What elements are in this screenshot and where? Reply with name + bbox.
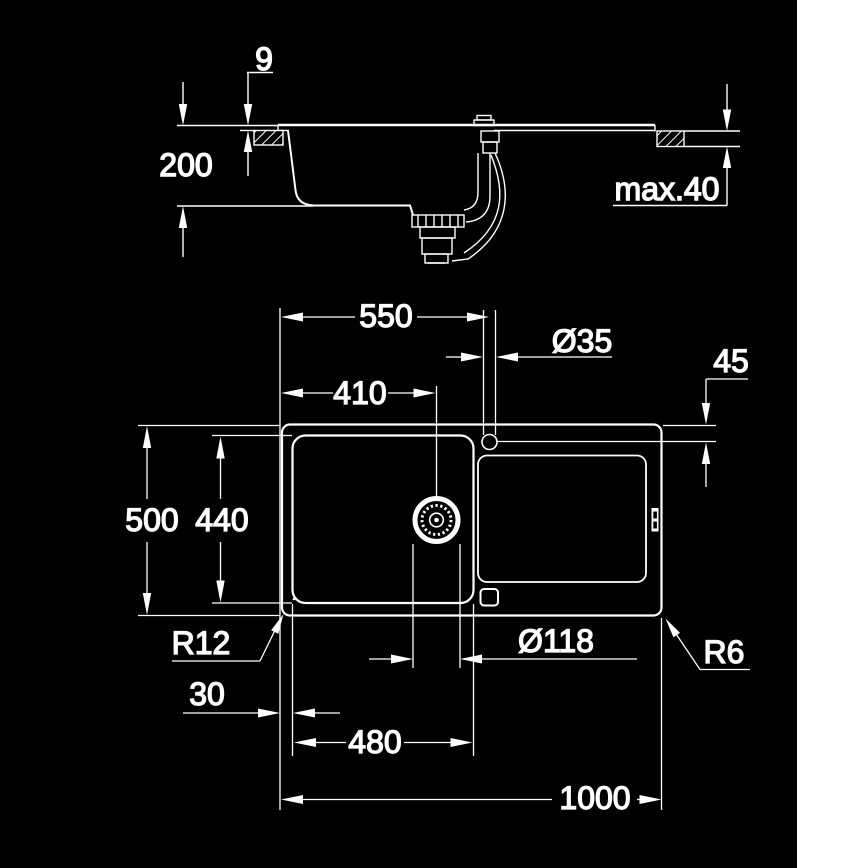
drain-inner-ring — [428, 512, 445, 528]
drain-flange — [412, 496, 461, 544]
arrow-down-icon — [243, 104, 253, 126]
arrow-up-icon — [243, 130, 253, 152]
arrow-leader-icon — [271, 614, 284, 634]
corner-reference-dot — [292, 597, 296, 601]
dim-label-o35: Ø35 — [552, 323, 612, 359]
dim-overall-length: 1000 — [281, 779, 662, 817]
dim-label-9: 9 — [255, 41, 273, 77]
dim-label-550: 550 — [359, 298, 412, 334]
counter-hatch-right — [656, 130, 685, 148]
dim-label-1000: 1000 — [559, 780, 630, 816]
arrow-left-icon — [460, 654, 482, 664]
dim-bowl-depth-plan: 440 — [195, 436, 249, 603]
arrow-up-icon — [701, 442, 711, 464]
dim-rim-height: 9 — [243, 40, 274, 176]
dim-drain-diameter: Ø118 — [369, 622, 637, 664]
arrow-down-icon — [701, 403, 711, 425]
dim-label-410: 410 — [333, 375, 386, 411]
dim-edge-gap: 30 — [183, 675, 340, 718]
side-view: 9 200 max.40 — [159, 40, 740, 264]
drain-trap — [411, 214, 465, 264]
bowl-outline — [291, 434, 475, 605]
dim-label-500: 500 — [125, 502, 178, 538]
drain-cable-inner — [463, 154, 501, 254]
callout-r6: R6 — [665, 618, 750, 671]
dim-label-440: 440 — [195, 502, 248, 538]
arrow-up-icon — [722, 146, 732, 168]
dim-bowl-length: 480 — [294, 723, 473, 761]
arrow-left-icon — [281, 388, 303, 398]
arrow-up-icon — [178, 206, 188, 228]
faucet-mount — [451, 114, 506, 262]
dim-label-o118: Ø118 — [518, 623, 594, 659]
dim-label-45: 45 — [713, 343, 749, 379]
dim-label-r6: R6 — [704, 634, 745, 670]
faucet-stub-base — [473, 119, 495, 127]
arrow-right-icon — [391, 654, 413, 664]
arrow-down-icon — [216, 580, 225, 603]
arrow-right-icon — [461, 352, 483, 362]
dim-label-480: 480 — [348, 724, 401, 760]
counter-hatch-left — [253, 129, 284, 146]
arrow-up-icon — [142, 426, 152, 448]
arrow-up-icon — [216, 436, 225, 459]
arrow-leader-icon — [665, 618, 680, 638]
dim-bowl-depth: 200 — [159, 82, 213, 257]
arrow-left-icon — [281, 795, 303, 804]
arrow-right-icon — [467, 312, 489, 322]
arrow-right-icon — [258, 708, 280, 718]
arrow-left-icon — [294, 738, 316, 747]
arrow-down-icon — [178, 104, 188, 126]
arrow-right-icon — [413, 388, 436, 398]
drain-cable-outer — [451, 152, 506, 262]
arrow-right-icon — [639, 795, 662, 804]
arrow-down-icon — [722, 109, 732, 131]
deck-control-square — [479, 588, 499, 607]
drainboard-outline — [477, 454, 647, 583]
dim-label-max40: max.40 — [615, 171, 720, 207]
arrow-down-icon — [142, 593, 152, 615]
dim-label-200: 200 — [159, 147, 212, 183]
overflow-pipe-outer — [463, 153, 479, 211]
drain-strainer — [420, 504, 453, 536]
arrow-left-icon — [496, 352, 518, 362]
dim-overall-depth: 500 — [125, 426, 179, 615]
drain-assembly — [412, 496, 461, 544]
plan-view: 550 Ø35 45 410 — [125, 297, 750, 817]
sink-outline — [280, 423, 663, 617]
drain-center — [434, 517, 439, 523]
dim-faucet-offset: 550 — [281, 297, 489, 335]
dim-counter-thickness: max.40 — [613, 84, 732, 208]
arrow-left-icon — [281, 312, 303, 322]
arrow-right-icon — [450, 738, 473, 747]
dim-label-r12: R12 — [172, 625, 231, 661]
edge-widget — [651, 508, 659, 532]
callout-r12: R12 — [171, 614, 284, 662]
arrow-left-icon — [293, 708, 315, 718]
dim-faucet-hole: Ø35 — [446, 322, 613, 362]
dim-faucet-setback: 45 — [701, 342, 749, 487]
dim-drain-offset: 410 — [281, 374, 436, 412]
overflow-pipe-inner — [465, 153, 491, 223]
dim-label-30: 30 — [189, 676, 225, 712]
